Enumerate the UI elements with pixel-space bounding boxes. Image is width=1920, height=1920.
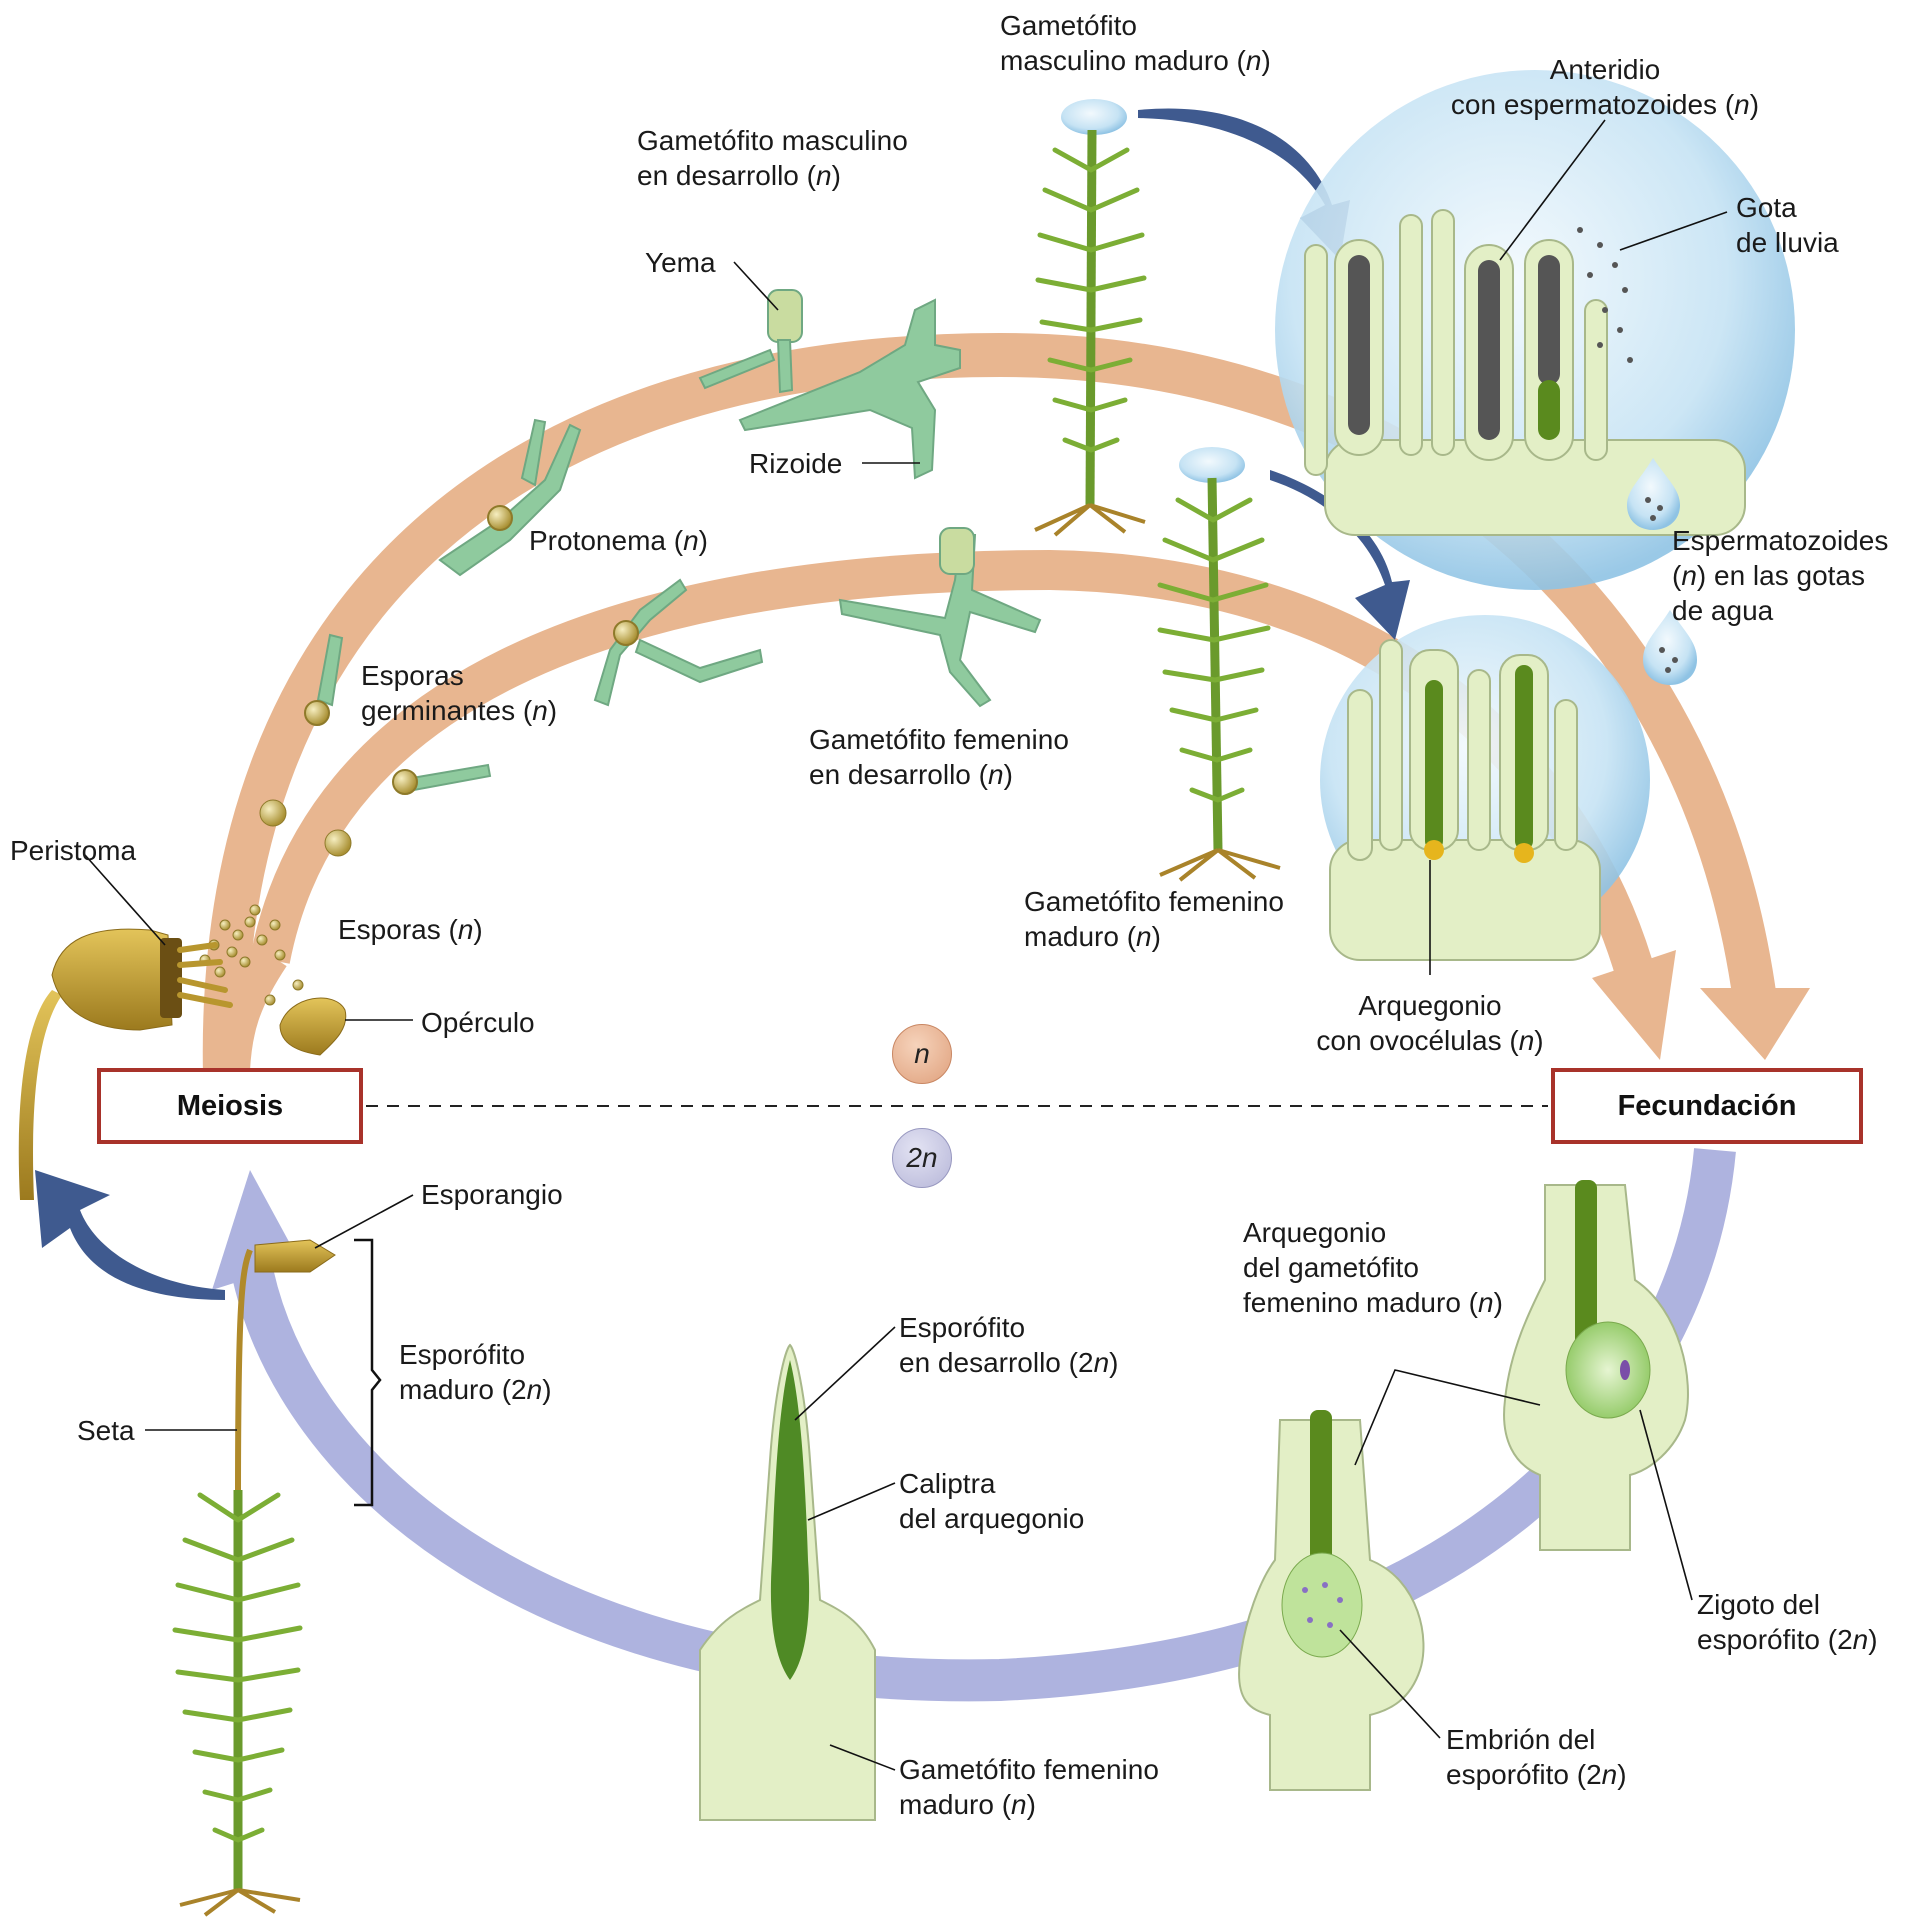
protonema-filament	[438, 423, 582, 577]
label-female-developing-gametophyte: Gametófito femenino en desarrollo (n)	[809, 724, 1069, 790]
falling-drop-1	[1627, 458, 1680, 530]
bud-icon	[767, 289, 803, 343]
meiosis-box: Meiosis	[97, 1068, 363, 1144]
protonema-spore	[487, 505, 513, 531]
sporangium-icon	[254, 1239, 336, 1273]
meiosis-label: Meiosis	[176, 1089, 284, 1122]
egg-cell	[1514, 843, 1534, 863]
protonema-branch	[520, 418, 547, 487]
protonema-filaments	[304, 289, 1042, 795]
zygote-icon	[1565, 1321, 1651, 1419]
label-peristome: Peristoma	[10, 835, 137, 866]
open-capsule	[18, 928, 347, 1200]
embryo-archegonium	[1238, 1410, 1425, 1791]
male-mature-gametophyte	[1034, 99, 1147, 537]
fertilization-label: Fecundación	[1617, 1089, 1797, 1122]
label-germinating-spores: Esporas germinantes (n)	[361, 660, 558, 726]
archegonium-drop	[1320, 615, 1650, 961]
side-filament	[698, 348, 776, 390]
male-rhizoids	[1034, 503, 1146, 537]
egg-cell	[1424, 840, 1444, 860]
developing-sporophyte	[699, 1343, 876, 1821]
male-developing-filament	[738, 298, 961, 480]
calyptra-sporophyte	[770, 1360, 810, 1680]
label-zygote: Zigoto del esporófito (2n)	[1697, 1589, 1878, 1655]
germinating-filament-outer	[316, 633, 344, 707]
label-sperm-in-drops: Espermatozoides (n) en las gotas de agua	[1672, 525, 1889, 626]
leader-lines	[84, 119, 1728, 1771]
peristome-teeth	[177, 942, 233, 1008]
label-protonema: Protonema (n)	[529, 525, 708, 556]
peristome-icon	[160, 938, 182, 1018]
inner-haploid-arrowhead	[1592, 950, 1676, 1060]
label-male-mature-gametophyte: Gametófito masculino maduro (n)	[1000, 10, 1271, 76]
label-male-developing-gametophyte: Gametófito masculino en desarrollo (n)	[637, 125, 908, 191]
label-raindrop: Gota de lluvia	[1736, 192, 1839, 258]
label-female-mature-gametophyte-bottom: Gametófito femenino maduro (n)	[899, 1754, 1159, 1820]
label-female-mature-gametophyte-top: Gametófito femenino maduro (n)	[1024, 886, 1284, 952]
label-antheridium: Anteridio con espermatozoides (n)	[1450, 54, 1760, 120]
label-spores: Esporas (n)	[338, 914, 483, 945]
haploid-marker: n	[892, 1024, 952, 1084]
female-protonema-spore	[613, 620, 639, 646]
spore-stem-arc	[210, 943, 287, 1072]
germinating-spore-outer	[304, 700, 330, 726]
male-raindrop-icon	[1061, 99, 1127, 135]
female-raindrop-icon	[1179, 447, 1245, 483]
sperm-cells	[1348, 255, 1560, 440]
sporophyte-bracket	[354, 1238, 382, 1507]
label-calyptra: Caliptra del arquegonio	[899, 1468, 1085, 1534]
label-archegonium-eggs: Arquegonio con ovocélulas (n)	[1316, 990, 1544, 1056]
seta-stalk	[235, 1248, 253, 1501]
spores-release-arrow	[35, 1170, 225, 1300]
female-mature-gametophyte	[1157, 447, 1281, 882]
outer-haploid-arc	[202, 332, 1777, 1076]
label-sporophyte-mature: Esporófito maduro (2n)	[399, 1339, 552, 1405]
capsule-body	[51, 928, 173, 1031]
label-sporangium: Esporangio	[421, 1179, 563, 1210]
label-embryo: Embrión del esporófito (2n)	[1446, 1724, 1627, 1790]
sperm-to-archegonium-arrow	[1270, 470, 1410, 640]
label-seta: Seta	[77, 1415, 135, 1446]
female-protonema-branch	[634, 638, 764, 684]
germinating-filament-inner	[410, 763, 492, 792]
operculum-icon	[279, 997, 347, 1056]
label-sporophyte-developing: Esporófito en desarrollo (2n)	[899, 1312, 1119, 1378]
outer-haploid-arrowhead	[1700, 988, 1810, 1060]
fertilization-box: Fecundación	[1551, 1068, 1863, 1144]
mature-sporophyte	[172, 1238, 382, 1917]
capsule-seta	[18, 990, 62, 1200]
germinating-spore-inner	[392, 769, 418, 795]
label-rhizoid: Rizoide	[749, 448, 843, 479]
diploid-marker: 2n	[892, 1128, 952, 1188]
antheridium-drop	[1275, 70, 1795, 590]
falling-drops	[1627, 458, 1697, 685]
bud-stem	[776, 339, 794, 394]
label-operculum: Opérculo	[421, 1007, 535, 1038]
falling-drop-2	[1643, 610, 1697, 685]
label-archegonium-female: Arquegonio del gametófito femenino madur…	[1243, 1217, 1503, 1318]
female-bud-icon	[939, 527, 975, 575]
female-rhizoids	[1159, 848, 1281, 882]
label-bud: Yema	[645, 247, 716, 278]
zygote-archegonium	[1503, 1180, 1689, 1551]
